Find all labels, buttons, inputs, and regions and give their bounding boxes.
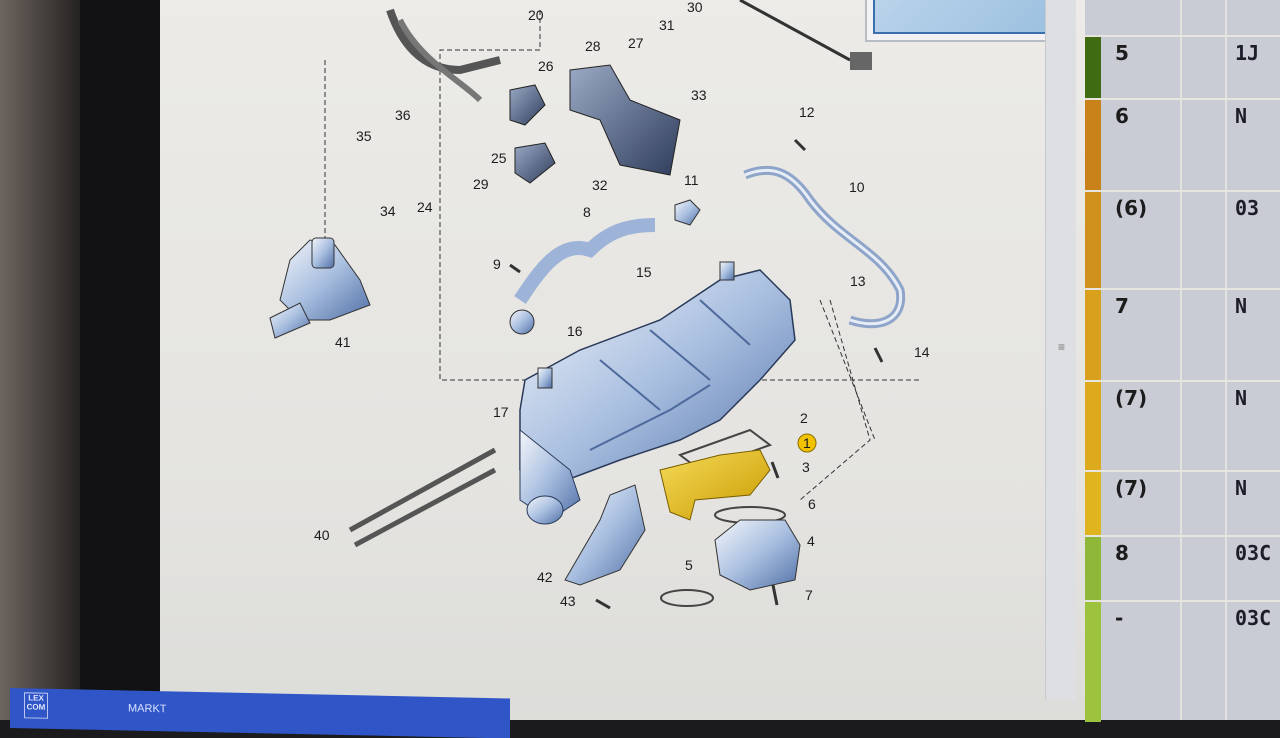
column-divider <box>1225 0 1227 720</box>
callout-16[interactable]: 16 <box>567 323 583 339</box>
table-row[interactable]: 8 03C <box>1085 535 1280 602</box>
callout-25[interactable]: 25 <box>491 150 507 166</box>
callout-11[interactable]: 11 <box>684 172 699 188</box>
table-row[interactable]: (6) 03 <box>1085 190 1280 290</box>
callout-2[interactable]: 2 <box>800 410 808 426</box>
callout-40[interactable]: 40 <box>314 527 330 543</box>
callout-20[interactable]: 20 <box>528 7 544 23</box>
callout-29[interactable]: 29 <box>473 176 489 192</box>
callout-27[interactable]: 27 <box>628 35 644 51</box>
callout-9[interactable]: 9 <box>493 256 501 272</box>
callout-32[interactable]: 32 <box>592 177 608 193</box>
callout-17[interactable]: 17 <box>493 404 509 420</box>
status-strip <box>1085 100 1101 192</box>
part-number-cell: N <box>1235 386 1248 410</box>
callout-33[interactable]: 33 <box>691 87 707 103</box>
callout-28[interactable]: 28 <box>585 38 601 54</box>
callout-14[interactable]: 14 <box>914 344 930 360</box>
part-number-cell: 03C <box>1235 541 1272 565</box>
part-number-cell: N <box>1235 104 1248 128</box>
part-number-cell: 03C <box>1235 606 1272 630</box>
callout-43[interactable]: 43 <box>560 593 576 609</box>
callout-35[interactable]: 35 <box>356 128 372 144</box>
callout-26[interactable]: 26 <box>538 58 554 74</box>
status-strip <box>1085 602 1101 722</box>
callout-highlight-marker <box>797 433 817 453</box>
position-cell: 6 <box>1115 104 1129 128</box>
callout-41[interactable]: 41 <box>335 334 351 350</box>
background-wall <box>0 0 90 720</box>
table-row[interactable]: (7) N <box>1085 380 1280 472</box>
position-cell: 5 <box>1115 41 1129 65</box>
part-number-cell: N <box>1235 476 1248 500</box>
status-strip <box>1085 290 1101 382</box>
table-row[interactable]: - 03C <box>1085 600 1280 722</box>
callout-6[interactable]: 6 <box>808 496 816 512</box>
callout-1[interactable]: 1 <box>803 435 811 451</box>
monitor-bezel <box>80 0 165 720</box>
position-cell: - <box>1115 606 1124 630</box>
callout-34[interactable]: 34 <box>380 203 396 219</box>
position-cell: 8 <box>1115 541 1129 565</box>
callout-3[interactable]: 3 <box>802 459 810 475</box>
callout-8[interactable]: 8 <box>583 204 591 220</box>
callout-10[interactable]: 10 <box>849 179 865 195</box>
status-strip <box>1085 382 1101 472</box>
callout-31[interactable]: 31 <box>659 17 675 33</box>
callout-12[interactable]: 12 <box>799 104 815 120</box>
status-strip <box>1085 472 1101 537</box>
status-strip <box>1085 192 1101 290</box>
callout-7[interactable]: 7 <box>805 587 813 603</box>
callout-42[interactable]: 42 <box>537 569 553 585</box>
callout-24[interactable]: 24 <box>417 199 433 215</box>
vertical-scrollbar[interactable]: ≡ <box>1045 0 1076 700</box>
menu-markt[interactable]: MARKT <box>128 702 167 716</box>
status-strip <box>1085 37 1101 100</box>
callout-15[interactable]: 15 <box>636 264 652 280</box>
overview-thumbnail[interactable] <box>865 0 1064 42</box>
callout-30[interactable]: 30 <box>687 0 703 15</box>
status-strip <box>1085 537 1101 602</box>
callout-4[interactable]: 4 <box>807 533 815 549</box>
lexcom-logo: LEX COM <box>24 692 48 719</box>
callout-13[interactable]: 13 <box>850 273 866 289</box>
part-number-cell: N <box>1235 294 1248 318</box>
position-cell: (6) <box>1115 196 1148 220</box>
part-number-cell: 03 <box>1235 196 1260 220</box>
position-cell: (7) <box>1115 476 1148 500</box>
table-row[interactable]: 5 1J <box>1085 35 1280 100</box>
callout-36[interactable]: 36 <box>395 107 411 123</box>
scrollbar-grip-icon[interactable]: ≡ <box>1058 340 1066 354</box>
table-row[interactable]: (7) N <box>1085 470 1280 537</box>
part-number-cell: 1J <box>1235 41 1260 65</box>
position-cell: (7) <box>1115 386 1148 410</box>
callout-5[interactable]: 5 <box>685 557 693 573</box>
highlighted-part-1[interactable] <box>659 449 771 521</box>
column-divider <box>1180 0 1182 720</box>
connector-part <box>850 52 872 70</box>
position-cell: 7 <box>1115 294 1129 318</box>
